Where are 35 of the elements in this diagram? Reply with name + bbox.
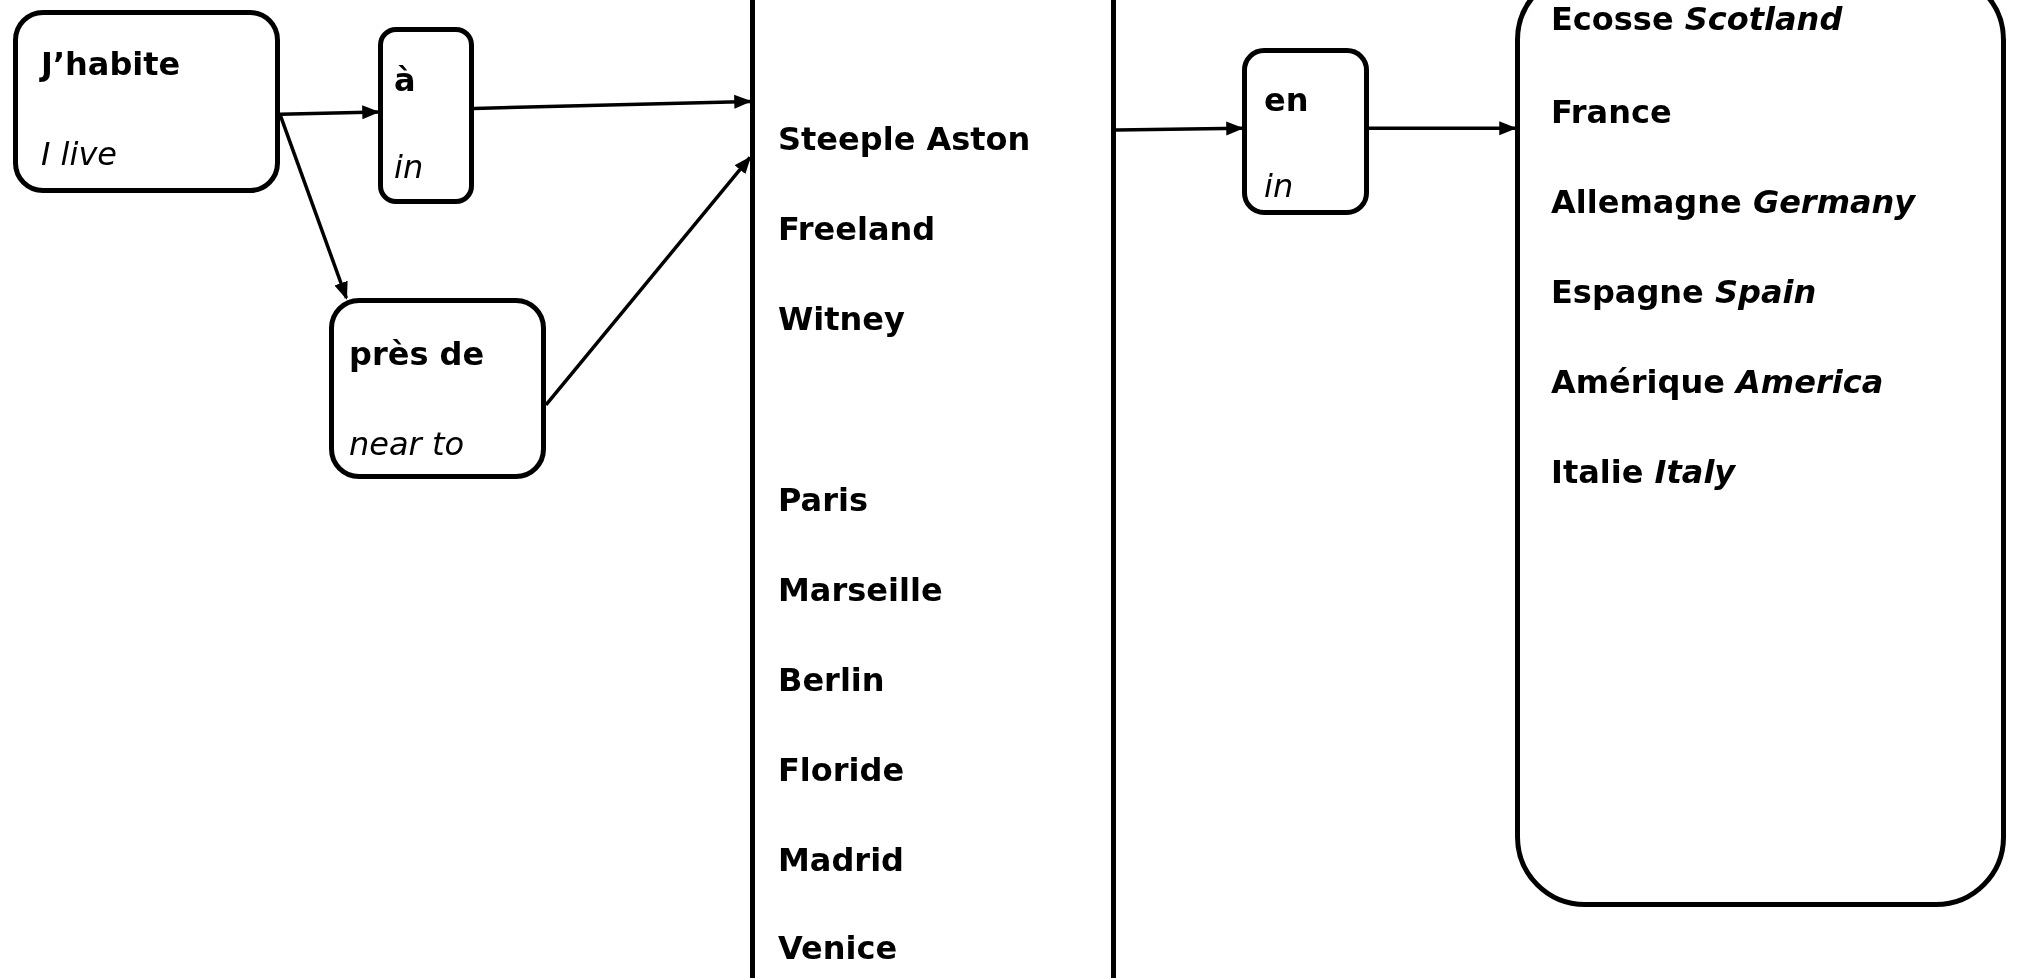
word-text: in	[394, 147, 424, 187]
arrow	[1115, 121, 1244, 136]
word-text: près de	[349, 334, 485, 374]
arrow	[278, 113, 348, 300]
word-box	[378, 27, 474, 204]
town-list-panel	[750, 0, 1116, 978]
arrow	[544, 156, 752, 406]
word-box	[13, 10, 280, 193]
word-text: J’habite	[41, 44, 181, 84]
word-text: Floride	[778, 750, 905, 790]
word-text: Venice	[778, 928, 898, 968]
word-text: Paris	[778, 480, 868, 520]
arrow	[279, 105, 380, 120]
word-text: Berlin	[778, 660, 885, 700]
word-text: Amérique America	[1551, 362, 1884, 402]
arrow	[473, 94, 752, 111]
word-text: Italie Italy	[1551, 452, 1736, 492]
word-text: Freeland	[778, 209, 936, 249]
arrow	[1369, 121, 1517, 136]
word-text: Steeple Aston	[778, 119, 1031, 159]
word-box	[1242, 48, 1369, 215]
word-text: à	[394, 60, 416, 100]
word-text: Ecosse Scotland	[1551, 0, 1843, 39]
word-text: Marseille	[778, 570, 943, 610]
word-text: Espagne Spain	[1551, 272, 1817, 312]
word-text: Witney	[778, 299, 905, 339]
country-list-panel	[1515, 0, 2006, 907]
word-text: en	[1264, 80, 1309, 120]
word-text: France	[1551, 92, 1672, 132]
word-text: near to	[349, 424, 465, 464]
word-text: I live	[41, 134, 117, 174]
word-text: in	[1264, 166, 1294, 206]
word-text: Allemagne Germany	[1551, 182, 1916, 222]
word-box	[329, 298, 546, 479]
word-text: Madrid	[778, 840, 904, 880]
